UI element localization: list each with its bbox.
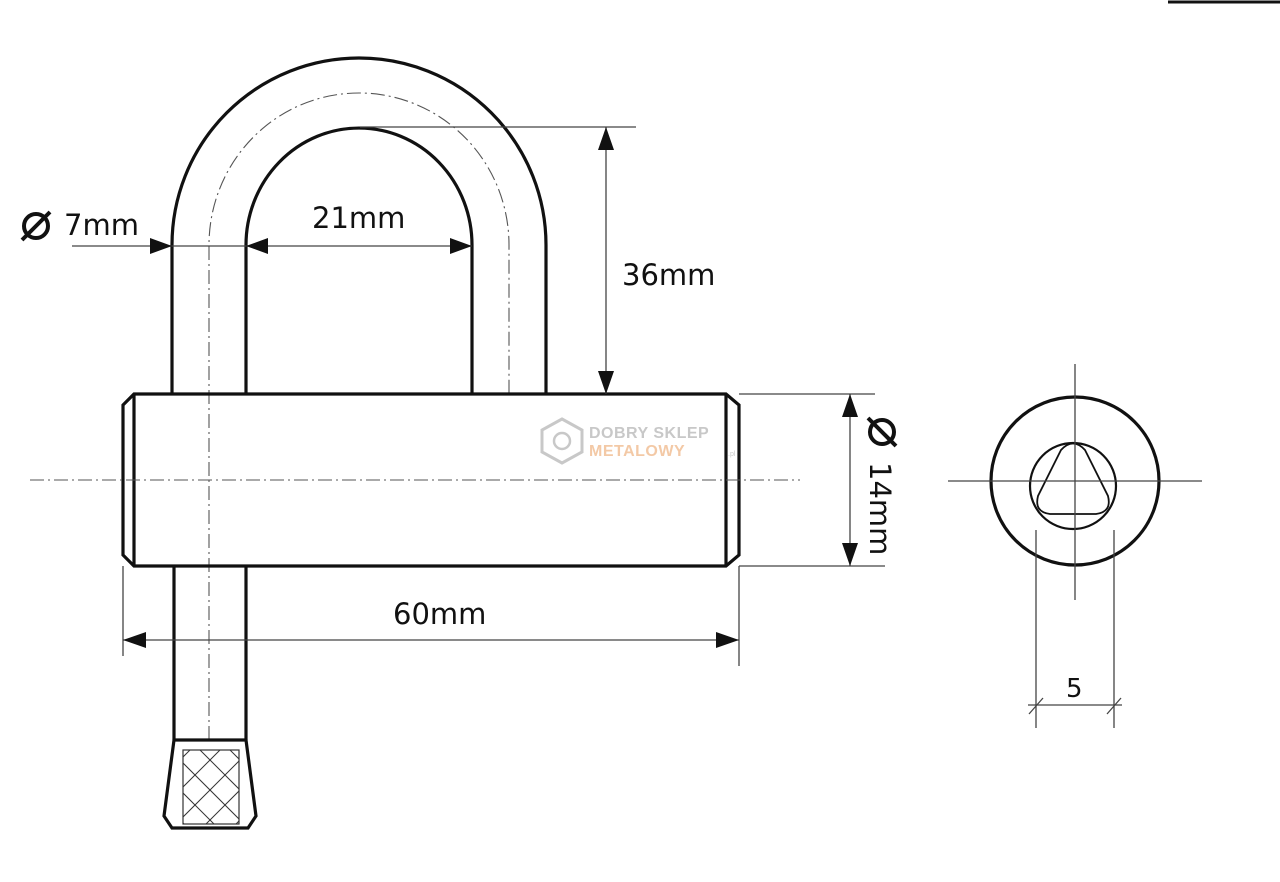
triangular-keyhole — [1036, 442, 1110, 515]
dim-shackle-diameter: 7mm — [20, 208, 246, 254]
diameter-symbol-icon-body — [868, 418, 896, 446]
dim-label-body-length: 60mm — [393, 597, 486, 631]
dim-label-shackle-height: 36mm — [622, 258, 715, 292]
shackle-inner-arc — [244, 126, 474, 394]
watermark-hex-icon — [540, 417, 584, 465]
shackle-centerline — [208, 92, 510, 740]
end-view: 5 — [948, 364, 1202, 728]
dim-label-body-diameter: 14mm — [863, 462, 897, 555]
knurl-pattern — [183, 750, 239, 824]
dim-key-width: 5 — [1028, 530, 1122, 728]
dim-label-shackle-diameter: 7mm — [64, 208, 139, 242]
dim-label-inner-width: 21mm — [312, 201, 405, 235]
diameter-symbol-icon — [22, 212, 50, 240]
watermark-line1: DOBRY SKLEP — [589, 425, 709, 442]
watermark-line2: METALOWY — [589, 443, 685, 460]
dim-label-key-width: 5 — [1066, 674, 1083, 704]
shackle-tip — [162, 738, 258, 830]
lock-body — [121, 392, 741, 568]
side-view: DOBRY SKLEP METALOWY .pl 7mm 21mm 36mm — [20, 56, 898, 830]
watermark-logo: DOBRY SKLEP METALOWY .pl — [540, 417, 736, 465]
watermark-suffix: .pl — [728, 451, 736, 458]
dim-body-length: 60mm — [122, 566, 740, 666]
dim-shackle-inner-width: 21mm — [246, 201, 472, 254]
watermark-nut-icon — [552, 431, 572, 451]
dim-shackle-height: 36mm — [360, 126, 715, 394]
shackle-outer-arc — [170, 56, 548, 394]
dim-body-diameter: 14mm — [739, 393, 898, 567]
